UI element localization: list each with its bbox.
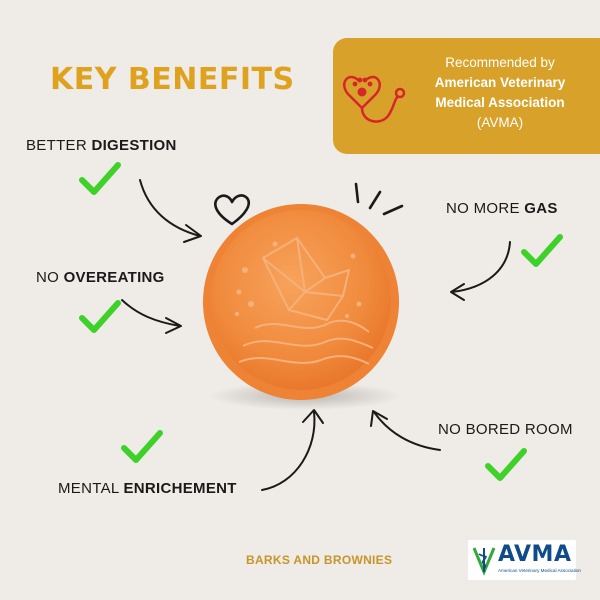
heart-doodle-icon [214,194,251,226]
avma-line-1: Recommended by [445,55,555,70]
checkmark-icon [521,234,563,267]
benefit-prefix: BETTER [26,137,92,154]
page-title: KEY BENEFITS [50,62,295,97]
avma-caduceus-icon [472,547,496,576]
avma-line-4: (AVMA) [476,115,524,130]
avma-recommendation-text: Recommended by American Veterinary Medic… [400,53,600,133]
benefit-no-bored-room: NO BORED ROOM [438,421,573,438]
avma-logo: AVMA American Veterinary Medical Associa… [468,540,581,580]
arrow-icon [450,283,465,301]
benefit-no-more-gas: NO MORE GAS [446,200,558,217]
arrow-icon [165,317,182,334]
lick-bowl-image [203,204,401,410]
benefit-no-overeating: NO OVEREATING [36,269,165,286]
checkmark-icon [79,162,121,195]
avma-logo-subtitle: American Veterinary Medical Association [498,568,581,573]
benefit-prefix: MENTAL [58,480,124,497]
avma-line-3: Medical Association [435,95,565,110]
arrow-icon [139,179,201,237]
arrow-icon [261,411,316,491]
benefit-better-digestion: BETTER DIGESTION [26,137,177,154]
benefit-prefix: NO [36,269,64,286]
checkmark-icon [79,300,121,333]
benefit-mental-enrichment: MENTAL ENRICHEMENT [58,480,237,497]
sparkle-doodle-icon [354,182,404,216]
benefit-bold: GAS [524,200,558,217]
benefit-bold: ENRICHEMENT [123,480,237,497]
brand-footer: BARKS AND BROWNIES [246,553,393,567]
avma-recommendation-badge [333,38,600,154]
benefit-bold: DIGESTION [91,137,177,154]
avma-line-2: American Veterinary [434,75,566,90]
benefit-bold: OVEREATING [63,269,165,286]
checkmark-icon [121,430,163,463]
avma-logo-word: AVMA [498,542,572,567]
checkmark-icon [485,448,527,481]
benefit-prefix: NO BORED ROOM [438,421,573,438]
arrow-icon [121,299,181,327]
heart-stethoscope-icon [343,75,406,123]
benefit-prefix: NO MORE [446,200,525,217]
arrow-icon [451,241,511,293]
